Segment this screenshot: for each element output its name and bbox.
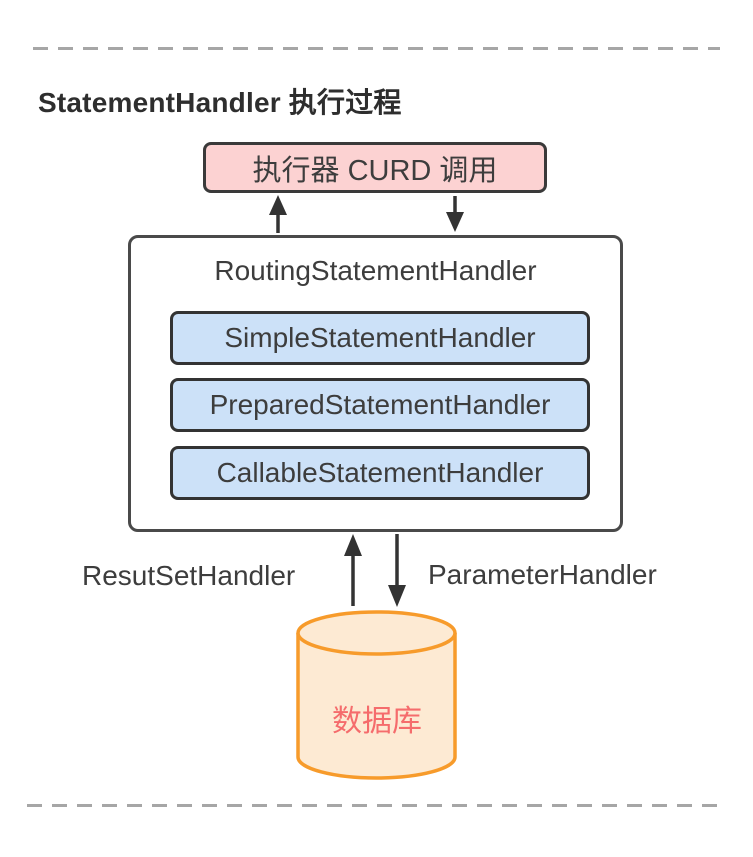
executor-curd-box: 执行器 CURD 调用	[203, 142, 547, 193]
up-arrow-bottom	[344, 534, 362, 606]
simple-statement-handler-box: SimpleStatementHandler	[170, 311, 590, 365]
bottom-dashed-divider	[27, 804, 723, 807]
database-cylinder-icon	[296, 610, 457, 780]
diagram-title: StatementHandler 执行过程	[38, 87, 402, 118]
up-arrow-top	[269, 195, 287, 233]
parameter-handler-label: ParameterHandler	[428, 559, 657, 590]
simple-statement-handler-label: SimpleStatementHandler	[224, 322, 536, 353]
database-label: 数据库	[332, 705, 422, 738]
resultset-handler-label: ResutSetHandler	[82, 560, 296, 591]
down-arrow-top	[446, 196, 464, 232]
prepared-statement-handler-label: PreparedStatementHandler	[209, 389, 551, 420]
top-dashed-divider	[33, 47, 720, 50]
callable-statement-handler-box: CallableStatementHandler	[170, 446, 590, 500]
routing-statement-handler-label: RoutingStatementHandler	[214, 255, 537, 286]
callable-statement-handler-label: CallableStatementHandler	[216, 457, 544, 488]
executor-curd-label: 执行器 CURD 调用	[252, 154, 498, 187]
routing-statement-handler-box: RoutingStatementHandler SimpleStatementH…	[128, 235, 623, 532]
down-arrow-bottom	[388, 534, 406, 607]
prepared-statement-handler-box: PreparedStatementHandler	[170, 378, 590, 432]
